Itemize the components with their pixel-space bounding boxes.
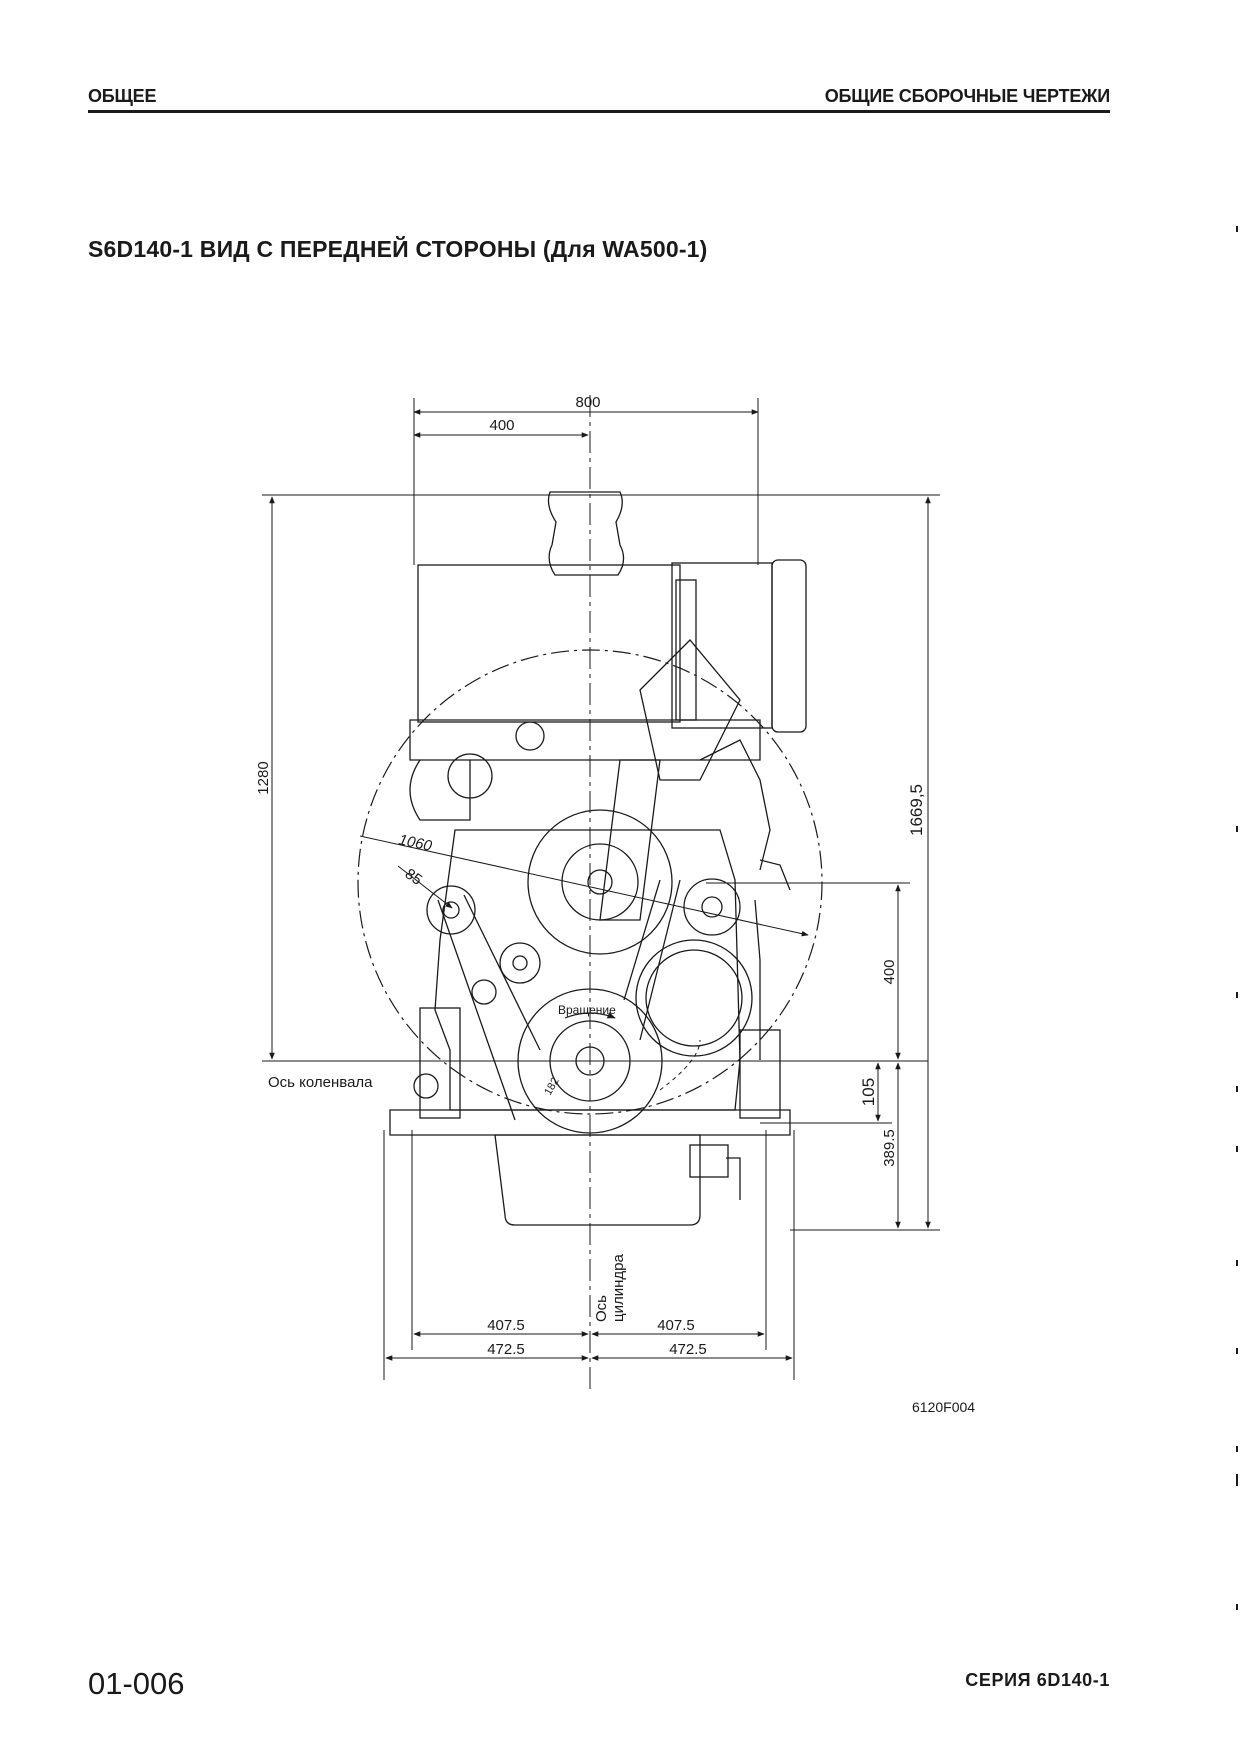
dim-bottom-407-right: 407.5: [657, 1317, 695, 1334]
dim-height-left: 1280: [255, 761, 272, 794]
dim-radius-small: 85: [402, 865, 425, 888]
dim-height-right: 1669,5: [907, 784, 926, 836]
dim-vertical-105: 105: [859, 1078, 878, 1106]
dim-bottom-472-right: 472.5: [669, 1341, 707, 1358]
dim-bottom-407-left: 407.5: [487, 1317, 525, 1334]
series-label: СЕРИЯ 6D140-1: [965, 1670, 1110, 1690]
header-rule: [88, 110, 1110, 113]
figure-code: 6120F004: [912, 1399, 975, 1415]
header-chapter-title: ОБЩИЕ СБОРОЧНЫЕ ЧЕРТЕЖИ: [824, 86, 1110, 106]
cylinder-axis-label-line1: Ось: [593, 1295, 610, 1322]
dim-crank-small: 182: [542, 1076, 562, 1098]
page-title: S6D140-1 ВИД С ПЕРЕДНЕЙ СТОРОНЫ (Для WA5…: [88, 236, 708, 262]
crank-axis-label: Ось коленвала: [268, 1074, 373, 1091]
page-number: 01-006: [88, 1666, 185, 1701]
dim-width-half: 400: [489, 417, 514, 434]
dim-radius-outer: 1060: [397, 831, 434, 855]
dim-width-total: 800: [575, 394, 600, 411]
header-section-title: ОБЩЕЕ: [88, 86, 157, 106]
cylinder-axis-label-line2: цилиндра: [610, 1254, 627, 1322]
binding-edge-marks: [1234, 0, 1240, 1754]
dim-bottom-472-left: 472.5: [487, 1341, 525, 1358]
dim-vertical-400: 400: [881, 959, 898, 984]
rotation-label: Вращение: [558, 1003, 616, 1017]
dim-vertical-389: 389.5: [881, 1129, 898, 1167]
